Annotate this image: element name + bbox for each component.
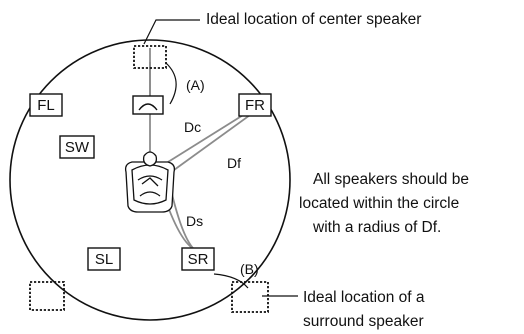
front-distance-line — [173, 109, 258, 171]
speaker-fr: FR — [238, 93, 272, 117]
center-callout-text: Ideal location of center speaker — [206, 11, 421, 28]
speaker-sw: SW — [59, 135, 95, 159]
surround-callout-line2: surround speaker — [303, 313, 424, 330]
distance-ds-label: Ds — [186, 213, 203, 229]
speaker-fl: FL — [29, 93, 63, 117]
distance-df-label: Df — [227, 155, 241, 171]
placement-circle — [9, 39, 291, 321]
speaker-sr-label: SR — [188, 251, 209, 268]
angle-a-arc — [165, 62, 177, 105]
speaker-fl-label: FL — [37, 97, 55, 114]
speaker-sl-label: SL — [95, 251, 113, 268]
speaker-sw-label: SW — [65, 139, 90, 156]
speaker-sr: SR — [181, 247, 215, 271]
ideal-surround-left-box — [29, 281, 65, 311]
ideal-center-box — [133, 45, 167, 69]
speaker-fr-label: FR — [245, 97, 265, 114]
center-speaker-icon — [132, 95, 164, 115]
angle-a-label: (A) — [186, 77, 205, 93]
listener-seat-icon — [124, 151, 176, 213]
speaker-sl: SL — [87, 247, 121, 271]
surround-callout-line1: Ideal location of a — [303, 289, 425, 306]
note-line-3: with a radius of Df. — [312, 219, 441, 236]
ideal-surround-right-box — [231, 281, 269, 313]
distance-dc-label: Dc — [184, 119, 201, 135]
angle-b-arc — [213, 273, 249, 289]
note-line-1: All speakers should be — [313, 171, 469, 188]
center-callout-leader — [143, 19, 200, 45]
angle-b-label: (B) — [240, 261, 259, 277]
front-left-distance-line — [167, 111, 249, 163]
note-line-2: located within the circle — [299, 195, 459, 212]
